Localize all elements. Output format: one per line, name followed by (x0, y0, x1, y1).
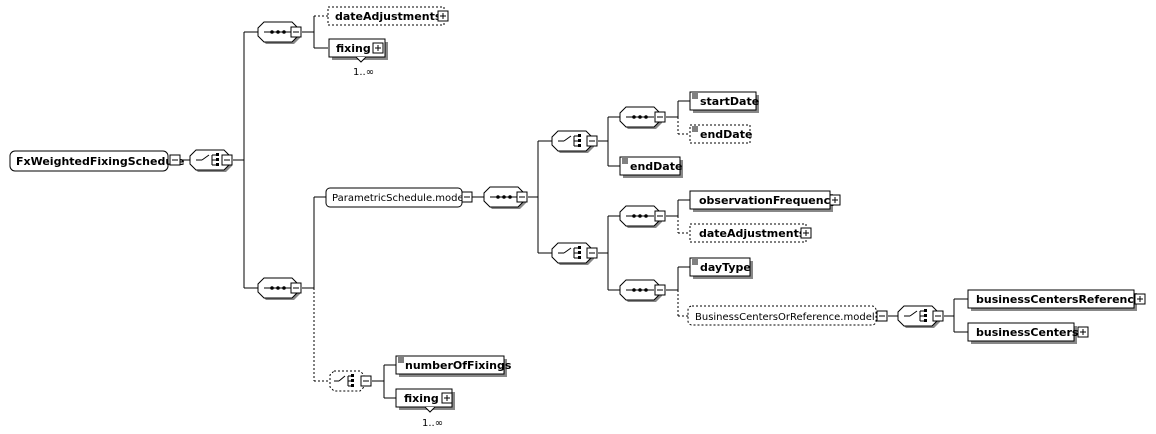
collapse-icon[interactable] (461, 191, 473, 203)
element-day-type[interactable]: dayType (689, 257, 753, 279)
connectors (180, 15, 968, 399)
collapse-icon[interactable] (290, 282, 302, 294)
expand-icon[interactable] (372, 42, 384, 54)
root-element-label: FxWeightedFixingSchedule (16, 155, 184, 168)
group-label: ParametricSchedule.model (332, 193, 466, 204)
element-label: businessCenters (976, 326, 1079, 339)
choice-compositor-optional (329, 370, 365, 392)
collapse-icon[interactable] (876, 310, 888, 322)
collapse-icon[interactable] (290, 26, 302, 38)
collapse-icon[interactable] (360, 375, 372, 387)
element-label: fixing (336, 42, 371, 55)
collapse-icon[interactable] (932, 310, 944, 322)
collapse-icon[interactable] (654, 210, 666, 222)
element-date-adjustments-optional[interactable]: dateAdjustments (327, 6, 445, 26)
element-observation-frequency[interactable]: observationFrequency (689, 190, 837, 212)
expand-icon[interactable] (829, 194, 841, 206)
group-label: BusinessCentersOrReference.model (695, 312, 875, 323)
element-label: dateAdjustments (335, 10, 442, 23)
element-label: observationFrequency (699, 194, 837, 207)
element-label: fixing (404, 392, 439, 405)
collapse-icon[interactable] (516, 191, 528, 203)
expand-icon[interactable] (800, 227, 812, 239)
element-label: endDate (630, 160, 682, 173)
element-fixing-2[interactable]: fixing (395, 388, 455, 413)
expand-icon[interactable] (441, 392, 453, 404)
group-business-centers-or-reference-model[interactable]: BusinessCentersOrReference.model (687, 305, 877, 326)
element-number-of-fixings[interactable]: numberOfFixings (395, 355, 512, 377)
element-label: numberOfFixings (405, 359, 512, 372)
element-label: startDate (700, 95, 759, 108)
collapse-icon[interactable] (654, 284, 666, 296)
collapse-icon[interactable] (654, 111, 666, 123)
element-label: dateAdjustments (699, 227, 806, 240)
element-end-date-optional[interactable]: endDate (689, 124, 752, 144)
element-business-centers[interactable]: businessCenters (967, 322, 1079, 344)
element-label: businessCentersReference (976, 293, 1141, 306)
element-start-date[interactable]: startDate (689, 91, 759, 113)
expand-icon[interactable] (437, 10, 449, 22)
collapse-icon[interactable] (221, 154, 233, 166)
cardinality-label: 1..∞ (353, 67, 374, 78)
element-label: dayType (700, 261, 751, 274)
collapse-icon[interactable] (586, 247, 598, 259)
element-end-date[interactable]: endDate (619, 156, 683, 178)
element-date-adjustments-optional-2[interactable]: dateAdjustments (689, 223, 807, 243)
element-business-centers-reference[interactable]: businessCentersReference (967, 289, 1141, 311)
root-element[interactable]: FxWeightedFixingSchedule (9, 150, 184, 172)
collapse-icon[interactable] (169, 154, 181, 166)
collapse-icon[interactable] (586, 135, 598, 147)
cardinality-label: 1..∞ (422, 418, 443, 429)
expand-icon[interactable] (1134, 293, 1146, 305)
group-parametric-schedule-model[interactable]: ParametricSchedule.model (325, 187, 466, 208)
expand-icon[interactable] (1077, 326, 1089, 338)
element-label: endDate (700, 128, 752, 141)
